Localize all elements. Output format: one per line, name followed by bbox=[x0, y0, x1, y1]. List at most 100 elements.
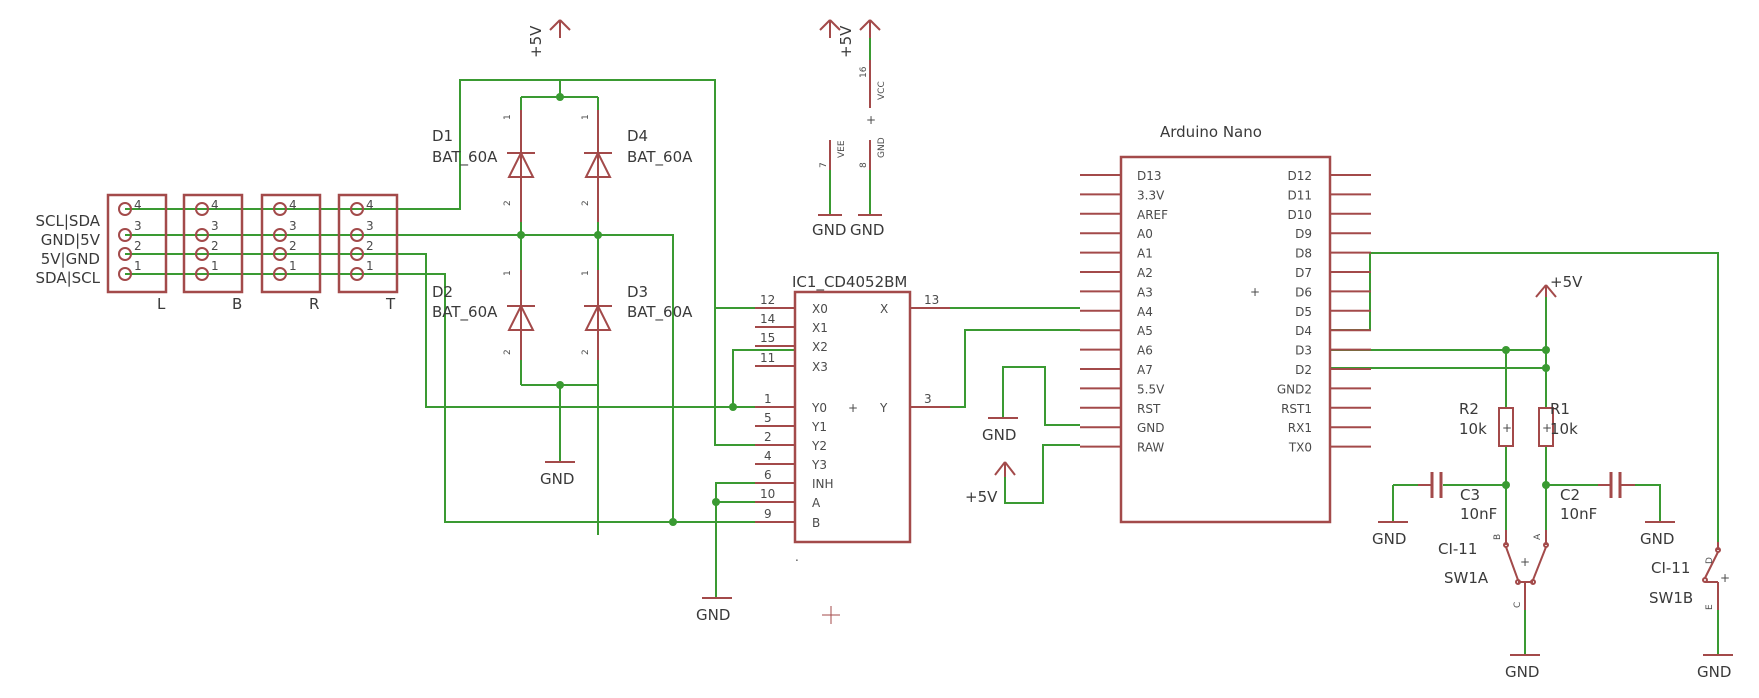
svg-text:VEE: VEE bbox=[837, 140, 847, 158]
svg-text:E: E bbox=[1705, 604, 1715, 610]
svg-text:1: 1 bbox=[581, 114, 591, 120]
svg-text:GND: GND bbox=[850, 221, 884, 239]
svg-text:X2: X2 bbox=[812, 340, 828, 354]
resistor-r1-value: 10k bbox=[1550, 420, 1578, 438]
svg-text:C: C bbox=[1513, 602, 1523, 608]
resistor-r2: + R2 10k bbox=[1459, 400, 1514, 447]
svg-text:X0: X0 bbox=[812, 302, 828, 316]
svg-text:3: 3 bbox=[289, 219, 297, 233]
gnd-symbol-arduino: GND bbox=[982, 417, 1018, 444]
arduino-left-pin-5: A2 bbox=[1137, 266, 1153, 280]
svg-text:11: 11 bbox=[760, 351, 775, 365]
connector-block-t: 4 3 2 1 T bbox=[337, 193, 399, 313]
wire-row-2 bbox=[125, 253, 795, 408]
svg-text:+5V: +5V bbox=[837, 25, 855, 58]
svg-text:+: + bbox=[848, 401, 858, 415]
arduino-right-pin-13: RX1 bbox=[1288, 421, 1312, 435]
svg-text:1: 1 bbox=[503, 114, 513, 120]
connector-array: SCL|SDA GND|5V 5V|GND SDA|SCL 4 3 2 1 L … bbox=[36, 193, 399, 313]
connector-block-r: 4 3 2 1 R bbox=[260, 193, 322, 313]
arduino-right-pin-6: D6 bbox=[1295, 285, 1312, 299]
svg-text:2: 2 bbox=[581, 200, 591, 206]
svg-text:1: 1 bbox=[764, 392, 772, 406]
resistors: + R2 10k + R1 10k bbox=[1459, 400, 1578, 447]
svg-text:A: A bbox=[1533, 533, 1543, 540]
svg-text:Y3: Y3 bbox=[811, 458, 827, 472]
svg-text:1: 1 bbox=[366, 259, 374, 273]
diode-d1-ref: D1 bbox=[432, 127, 453, 145]
diode-bridge: 1 2 D1 BAT_60A 1 2 D4 BAT_60A 1 2 D2 BAT… bbox=[432, 110, 693, 360]
svg-text:16: 16 bbox=[859, 66, 869, 78]
gnd-symbol-ic1-vee: GND bbox=[812, 214, 846, 239]
arduino-right-pin-12: RST1 bbox=[1281, 402, 1312, 416]
arduino-right-pin-5: D7 bbox=[1295, 266, 1312, 280]
svg-text:D: D bbox=[1705, 557, 1715, 564]
svg-text:4: 4 bbox=[289, 198, 297, 212]
arduino-left-pin-7: A4 bbox=[1137, 305, 1153, 319]
svg-text:1: 1 bbox=[134, 259, 142, 273]
arduino-left-pin-12: RST bbox=[1137, 402, 1161, 416]
svg-text:1: 1 bbox=[289, 259, 297, 273]
svg-text:X3: X3 bbox=[812, 360, 828, 374]
svg-text:GND: GND bbox=[1640, 530, 1674, 548]
arduino-right-pin-10: D2 bbox=[1295, 363, 1312, 377]
ic1-power-pins: 16 VCC + 7 VEE 8 GND bbox=[819, 60, 887, 170]
svg-text:Y2: Y2 bbox=[811, 439, 827, 453]
svg-text:.: . bbox=[795, 550, 799, 564]
power-symbols: +5V GND +5V 16 VCC + 7 VEE 8 bbox=[527, 19, 1733, 681]
diode-d4-value: BAT_60A bbox=[627, 148, 693, 167]
vcc-symbol-ic1 bbox=[859, 19, 881, 38]
arduino-right-pin-0: D12 bbox=[1287, 169, 1312, 183]
arduino-left-pin-0: D13 bbox=[1137, 169, 1162, 183]
diode-d1: 1 2 D1 BAT_60A bbox=[432, 110, 535, 222]
svg-text:+5V: +5V bbox=[1550, 273, 1583, 291]
arduino-right-pin-8: D4 bbox=[1295, 324, 1312, 338]
connector-block-l: 4 3 2 1 L bbox=[106, 193, 168, 313]
svg-text:3: 3 bbox=[366, 219, 374, 233]
connector-block-b: 4 3 2 1 B bbox=[182, 193, 244, 313]
svg-text:+: + bbox=[1520, 555, 1530, 569]
svg-text:4: 4 bbox=[134, 198, 142, 212]
arduino-left-pin-8: A5 bbox=[1137, 324, 1153, 338]
svg-text:10: 10 bbox=[760, 487, 775, 501]
svg-text:2: 2 bbox=[289, 239, 297, 253]
switch-sw1a-part: CI-11 bbox=[1438, 540, 1477, 558]
switch-sw1a: + B A C CI-11 SW1A bbox=[1438, 530, 1549, 610]
svg-text:Y1: Y1 bbox=[811, 420, 827, 434]
vcc-symbol-ic1-left: +5V bbox=[819, 19, 855, 58]
svg-text:2: 2 bbox=[581, 349, 591, 355]
svg-text:VCC: VCC bbox=[877, 81, 887, 100]
svg-text:INH: INH bbox=[812, 477, 834, 491]
connector-label-b: B bbox=[232, 295, 242, 313]
arduino-left-pin-3: A0 bbox=[1137, 227, 1153, 241]
ic1-cd4052bm: IC1_CD4052BM + . 12 X0 14 X1 15 X2 11 X3… bbox=[755, 273, 950, 564]
svg-text:9: 9 bbox=[764, 507, 772, 521]
wires bbox=[125, 30, 1719, 655]
svg-text:B: B bbox=[1493, 534, 1503, 540]
capacitor-c3-ref: C3 bbox=[1460, 486, 1480, 504]
svg-text:X: X bbox=[880, 302, 888, 316]
vcc-symbol-pullup: +5V bbox=[1535, 273, 1583, 298]
capacitor-c2-value: 10nF bbox=[1560, 505, 1597, 523]
switch-sw1b: + D E CI-11 SW1B bbox=[1649, 542, 1730, 610]
svg-text:2: 2 bbox=[503, 349, 513, 355]
svg-text:+5V: +5V bbox=[527, 25, 545, 58]
arduino-left-pin-2: AREF bbox=[1137, 208, 1168, 222]
svg-text:8: 8 bbox=[859, 162, 869, 168]
svg-text:12: 12 bbox=[760, 293, 775, 307]
svg-text:GND: GND bbox=[877, 137, 887, 158]
arduino-right-pin-9: D3 bbox=[1295, 344, 1312, 358]
connector-label-l: L bbox=[157, 295, 166, 313]
svg-text:2: 2 bbox=[366, 239, 374, 253]
svg-text:7: 7 bbox=[819, 162, 829, 168]
capacitors: C3 10nF C2 10nF bbox=[1418, 472, 1635, 523]
svg-text:Y: Y bbox=[879, 401, 888, 415]
switch-sw1b-ref: SW1B bbox=[1649, 589, 1693, 607]
resistor-r1: + R1 10k bbox=[1538, 400, 1578, 447]
gnd-symbol-inh: GND bbox=[696, 597, 732, 624]
conn-row-label-2: GND|5V bbox=[41, 231, 101, 249]
conn-row-label-1: SCL|SDA bbox=[36, 212, 101, 230]
svg-text:GND: GND bbox=[540, 470, 574, 488]
gnd-symbol-c2: GND bbox=[1640, 521, 1675, 548]
